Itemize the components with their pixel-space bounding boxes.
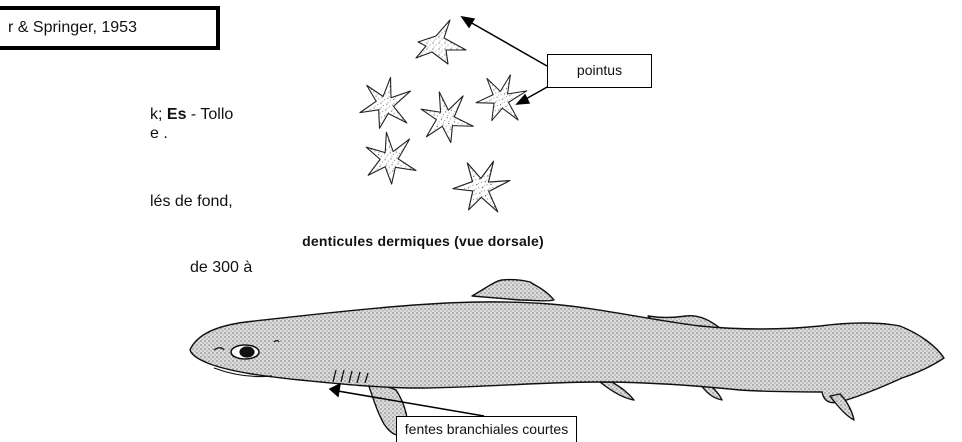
- denticles-caption: denticules dermiques (vue dorsale): [238, 233, 608, 249]
- pointus-callout: pointus: [547, 54, 652, 88]
- pointus-label: pointus: [577, 62, 622, 78]
- denticle-2: [416, 86, 476, 149]
- denticle-top: [416, 20, 466, 64]
- gill-slits-label: fentes branchiales courtes: [405, 421, 568, 437]
- denticle-5: [448, 151, 517, 222]
- pelvic-fin: [600, 382, 634, 400]
- shark-illustration: [190, 280, 944, 436]
- fentes-pointer: [330, 384, 484, 416]
- first-dorsal-fin: [472, 280, 554, 301]
- gill-slits-callout: fentes branchiales courtes: [396, 416, 577, 442]
- denticle-1: [358, 73, 414, 133]
- denticle-4: [363, 129, 418, 187]
- dermal-denticles: [358, 20, 532, 221]
- shark-body: [190, 302, 944, 403]
